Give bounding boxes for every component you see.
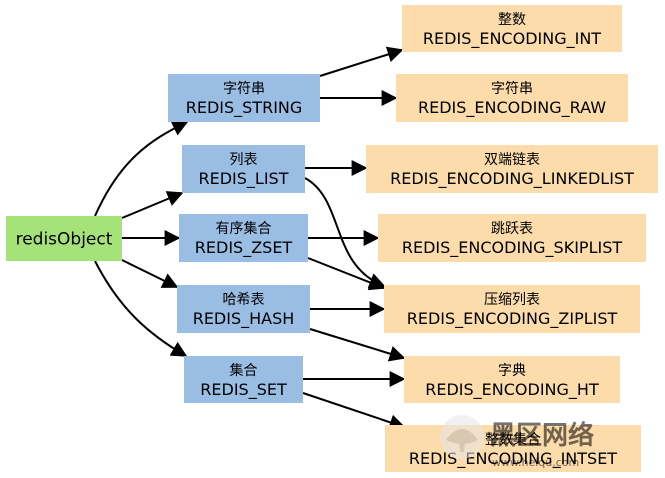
node-set-name: REDIS_SET (200, 380, 287, 400)
edge-root-string (94, 121, 189, 217)
node-ht-box (404, 356, 620, 403)
node-root: redisObject (6, 216, 122, 261)
node-skiplist-cn-label: 跳跃表 (491, 221, 533, 237)
edge-list-ziplist (304, 177, 386, 289)
node-linkedlist-cn-label: 双端链表 (484, 152, 540, 168)
edge-root-list (121, 191, 184, 219)
node-zset-name: REDIS_ZSET (195, 238, 293, 258)
node-zset-box (179, 214, 308, 262)
node-list-name: REDIS_LIST (199, 169, 289, 189)
node-string-box (168, 74, 320, 122)
node-set-cn-label: 集合 (230, 362, 258, 379)
watermark: 黑区网络 www.heiqu.com (440, 415, 594, 469)
node-linkedlist-name: REDIS_ENCODING_LINKEDLIST (390, 169, 634, 189)
edge-root-set (94, 260, 188, 357)
node-int-name: REDIS_ENCODING_INT (423, 29, 601, 49)
node-ht-cn-label: 字典 (498, 363, 526, 379)
node-skiplist-box (378, 214, 646, 262)
edge-string-int (319, 46, 404, 77)
node-ziplist-cn-label: 压缩列表 (484, 292, 540, 308)
node-linkedlist-box (366, 145, 658, 193)
edges-layer (94, 46, 406, 430)
watermark-title: 黑区网络 (490, 420, 594, 451)
node-hash-cn-label: 哈希表 (223, 292, 265, 308)
node-intset-box (385, 425, 641, 472)
node-set-box (184, 356, 303, 403)
node-skiplist-name: REDIS_ENCODING_SKIPLIST (402, 238, 622, 258)
watermark-url: www.heiqu.com (492, 456, 579, 469)
node-ziplist-name: REDIS_ENCODING_ZIPLIST (407, 309, 618, 329)
node-list-cn-label: 列表 (230, 152, 258, 168)
node-string-cn-label: 字符串 (223, 81, 265, 97)
node-root-box (6, 216, 122, 261)
node-raw-name: REDIS_ENCODING_RAW (418, 98, 606, 118)
node-raw-cn-label: 字符串 (491, 81, 533, 97)
edge-set-intset (302, 392, 406, 430)
node-root-label: redisObject (16, 230, 113, 250)
node-hash-box (177, 285, 310, 333)
node-zset-cn-label: 有序集合 (216, 220, 272, 237)
edge-zset-ziplist (307, 257, 386, 291)
node-hash-name: REDIS_HASH (193, 309, 295, 329)
edge-hash-ht (309, 328, 406, 362)
node-ziplist-box (384, 285, 640, 333)
node-list-box (182, 145, 305, 193)
node-intset-cn-label: 整数集合 (485, 431, 541, 448)
node-ht-name: REDIS_ENCODING_HT (425, 380, 599, 400)
node-raw-box (396, 74, 628, 122)
edge-root-hash (121, 259, 179, 288)
nodes-layer: redisObject字符串REDIS_STRING列表REDIS_LIST有序… (6, 5, 658, 472)
node-string-name: REDIS_STRING (186, 98, 303, 118)
node-int-box (402, 5, 622, 52)
node-int-cn-label: 整数 (498, 12, 526, 28)
